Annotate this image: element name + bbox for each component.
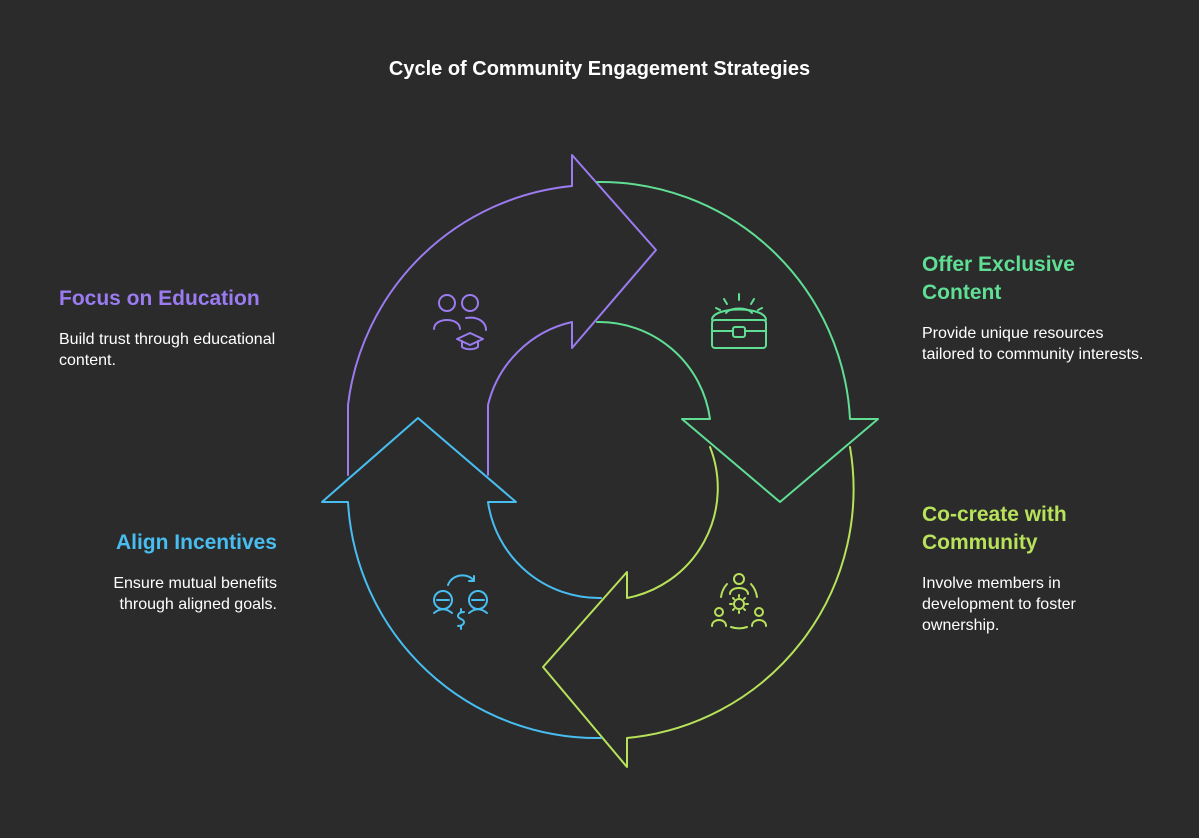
step-incentives-heading: Align Incentives: [115, 531, 277, 554]
exclusive-arrow: [596, 180, 879, 503]
step-incentives: Align Incentives Ensure mutual benefits …: [60, 529, 277, 615]
step-cocreate-heading: Co-create with Community: [922, 503, 1067, 554]
step-exclusive-heading: Offer Exclusive Content: [922, 253, 1075, 304]
cocreate-arrow: [542, 446, 855, 768]
step-education-description: Build trust through educational content.: [59, 331, 276, 369]
step-incentives-description: Ensure mutual benefits through aligned g…: [113, 575, 277, 613]
step-education-heading: Focus on Education: [59, 287, 260, 310]
exchange-coins-icon: [433, 574, 488, 630]
step-cocreate-description: Involve members in development to foster…: [922, 575, 1076, 634]
step-education: Focus on Education Build trust through e…: [59, 285, 319, 371]
diagram-title: Cycle of Community Engagement Strategies: [388, 58, 811, 80]
people-gear-icon: [711, 573, 767, 630]
users-graduation-cap-icon: [433, 294, 487, 351]
education-arrow: [347, 154, 657, 476]
incentives-arrow: [321, 417, 602, 740]
step-exclusive: Offer Exclusive Content Provide unique r…: [922, 251, 1152, 365]
step-exclusive-description: Provide unique resources tailored to com…: [922, 325, 1144, 363]
treasure-chest-icon: [711, 293, 767, 349]
step-cocreate: Co-create with Community Involve members…: [922, 501, 1152, 636]
